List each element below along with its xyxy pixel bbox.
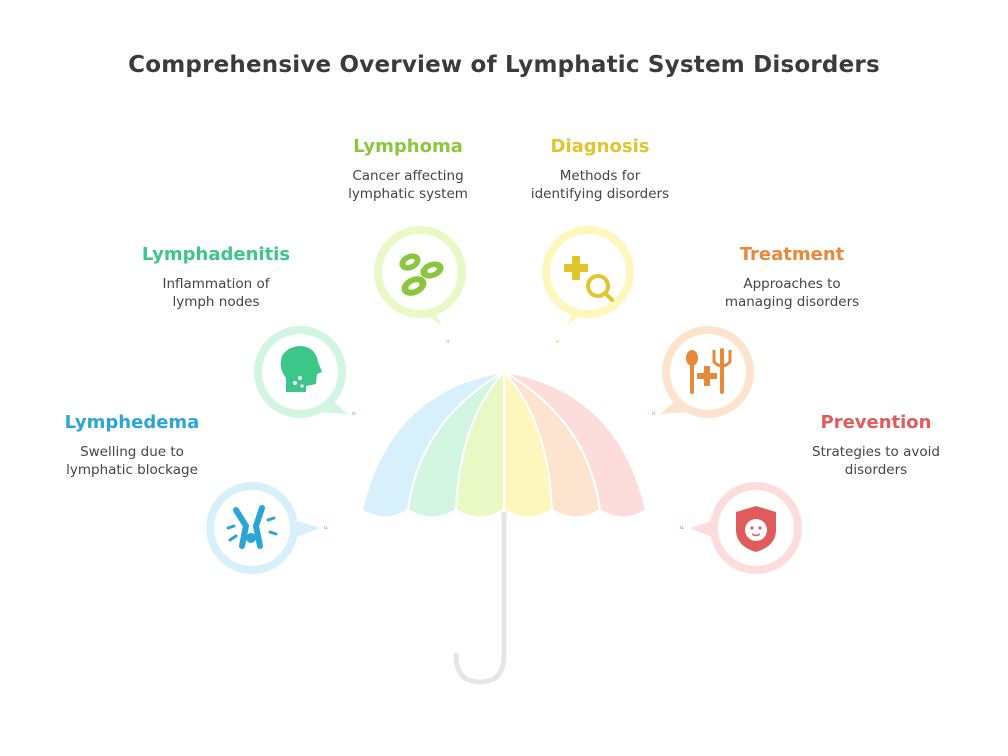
bubble-tail-mark: ᵘ <box>324 525 328 535</box>
bubble-tail-mark: ᵘ <box>680 525 684 535</box>
medical-search-icon <box>564 256 614 302</box>
item-title: Lymphadenitis <box>141 244 291 265</box>
canopy-panel-3 <box>454 369 505 519</box>
bubble-treatment: ᵒ <box>652 326 754 421</box>
bubble-lymphadenitis: ᵒ <box>254 326 356 421</box>
bubble-tail-mark: ᵒ <box>652 411 656 421</box>
item-title: Treatment <box>739 244 845 265</box>
bubble-diagnosis: ᵒ <box>542 226 634 349</box>
bubble-tail-mark: ᵒ <box>446 339 450 349</box>
bubble-tail-mark: ᵒ <box>556 339 560 349</box>
item-title: Lymphedema <box>64 412 200 433</box>
item-title: Prevention <box>820 412 932 433</box>
head-profile-icon <box>280 346 322 392</box>
canopy-panel-6 <box>503 371 648 519</box>
food-medicine-icon <box>686 348 732 394</box>
bubble-lymphedema: ᵘ <box>206 482 328 574</box>
cells-icon <box>399 253 444 296</box>
bubble-lymphoma: ᵒ <box>374 226 466 349</box>
page-title: Comprehensive Overview of Lymphatic Syst… <box>128 52 880 78</box>
shield-face-icon <box>736 506 776 552</box>
bubble-prevention: ᵘ <box>680 482 802 574</box>
lymph-vessel-icon <box>226 505 278 549</box>
bubble-tail-mark: ᵒ <box>352 411 356 421</box>
umbrella-canopy <box>360 369 648 519</box>
item-title: Diagnosis <box>550 136 650 157</box>
item-title: Lymphoma <box>353 136 463 157</box>
